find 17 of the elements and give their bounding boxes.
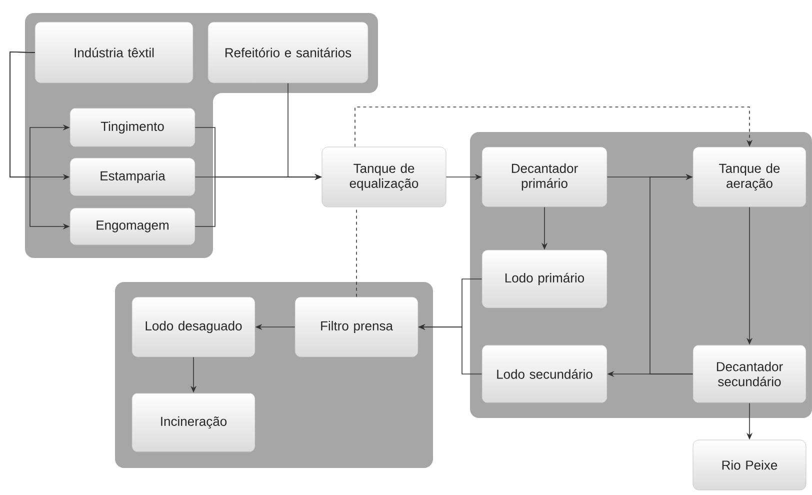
process-box: Decantador primário bbox=[482, 146, 608, 208]
arrow bbox=[354, 106, 753, 148]
process-box: Indústria têxtil bbox=[34, 22, 194, 84]
process-box: Estamparia bbox=[70, 158, 196, 196]
process-box: Filtro prensa bbox=[294, 296, 418, 358]
process-box: Lodo desaguado bbox=[132, 296, 256, 358]
process-box: Tanque de equalização bbox=[322, 146, 446, 208]
process-box: Lodo primário bbox=[482, 250, 608, 308]
process-box: Tingimento bbox=[70, 108, 196, 148]
process-box: Lodo secundário bbox=[482, 344, 608, 404]
process-box: Engomagem bbox=[70, 208, 196, 246]
process-box: Rio Peixe bbox=[692, 440, 806, 490]
arrow bbox=[650, 174, 694, 374]
process-box: Refeitório e sanitários bbox=[208, 22, 368, 84]
process-box: Incineração bbox=[132, 392, 256, 452]
process-box: Tanque de aeração bbox=[692, 146, 806, 208]
process-box: Decantador secundário bbox=[692, 344, 806, 404]
